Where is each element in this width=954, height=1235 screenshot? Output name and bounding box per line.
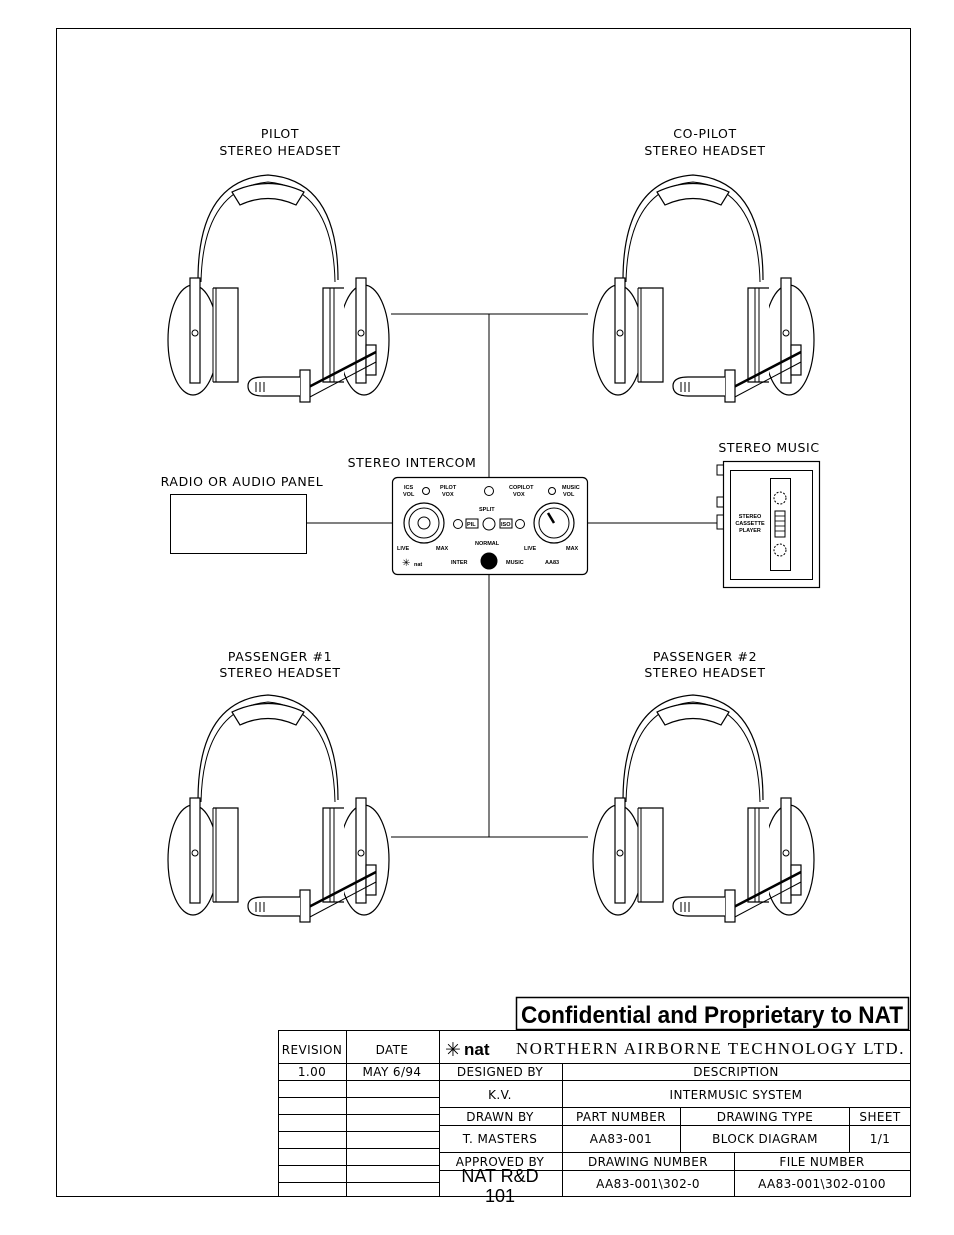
- nat-logo: nat: [464, 1040, 490, 1059]
- part-number-value: AA83-001: [590, 1132, 652, 1146]
- part-number-label: PART NUMBER: [576, 1110, 666, 1124]
- title-block-grid: [278, 1030, 911, 1197]
- approved-by-value-line1: NAT R&D: [461, 1166, 538, 1186]
- pilot-vox-trim: [422, 487, 430, 495]
- drawing-number-label: DRAWING NUMBER: [588, 1155, 708, 1169]
- center-screw: [484, 486, 494, 496]
- confidential-box: [515, 996, 910, 1031]
- nat-brand: nat: [414, 562, 422, 568]
- file-number-value: AA83-001\302-0100: [758, 1177, 886, 1191]
- nat-logo-star-icon: ✳: [445, 1039, 461, 1061]
- sheet-label: SHEET: [859, 1110, 900, 1124]
- passenger1-headset: [166, 693, 391, 924]
- drawing-number-value: AA83-001\302-0: [596, 1177, 700, 1191]
- drawn-by-label: DRAWN BY: [466, 1110, 534, 1124]
- pilot-label-line2: STEREO HEADSET: [219, 143, 340, 158]
- passenger2-headset: [591, 693, 816, 924]
- date-value: MAY 6/94: [363, 1065, 422, 1079]
- drawn-by-value: T. MASTERS: [462, 1132, 538, 1146]
- pil-label: PIL: [467, 522, 476, 528]
- music-max-label: MAX: [566, 546, 579, 552]
- file-number-label: FILE NUMBER: [779, 1155, 864, 1169]
- nat-star-icon: ✳: [402, 558, 410, 569]
- ics-vol-label-2: VOL: [403, 492, 415, 498]
- sheet-value: 1/1: [870, 1132, 891, 1146]
- intercom-title: STEREO INTERCOM: [348, 455, 477, 470]
- cassette-reel-bottom: [773, 543, 787, 557]
- split-label: SPLIT: [479, 507, 495, 513]
- revision-header: REVISION: [282, 1043, 342, 1057]
- description-label: DESCRIPTION: [693, 1065, 779, 1079]
- date-header: DATE: [376, 1043, 409, 1057]
- left-screw: [453, 519, 463, 529]
- ics-max-label: MAX: [436, 546, 449, 552]
- copilot-headset: [591, 173, 816, 404]
- cassette-player: STEREO CASSETTE PLAYER: [716, 460, 821, 589]
- radio-panel-label: RADIO OR AUDIO PANEL: [161, 474, 324, 489]
- pilot-vox-label-1: PILOT: [440, 485, 457, 491]
- copilot-vox-trim: [548, 487, 556, 495]
- radio-panel-box: [170, 494, 307, 554]
- drawing-type-value: BLOCK DIAGRAM: [712, 1132, 818, 1146]
- music-live-label: LIVE: [524, 546, 537, 552]
- music-volume-pointer: [546, 512, 556, 524]
- wiring: [307, 313, 723, 838]
- music-vol-label-1: MUSIC: [562, 485, 580, 491]
- model-label: AA83: [545, 560, 559, 566]
- stereo-music-title: STEREO MUSIC: [718, 440, 819, 455]
- inter-label: INTER: [451, 560, 468, 566]
- player-label-3: PLAYER: [739, 528, 761, 534]
- copilot-label-line2: STEREO HEADSET: [644, 143, 765, 158]
- iso-indicator: [499, 518, 513, 529]
- normal-label: NORMAL: [475, 541, 500, 547]
- copilot-label-line1: CO-PILOT: [673, 126, 736, 141]
- pilot-headset: [166, 173, 391, 404]
- right-screw: [515, 519, 525, 529]
- ics-volume-knob-cap: [417, 516, 431, 530]
- revision-value: 1.00: [298, 1065, 326, 1079]
- designed-by-value: K.V.: [488, 1088, 512, 1102]
- passenger1-label-line2: STEREO HEADSET: [219, 665, 340, 680]
- mode-switch: [482, 517, 496, 531]
- pilot-vox-label-2: VOX: [442, 492, 454, 498]
- cassette-tape-window: [774, 510, 786, 538]
- passenger2-label-line2: STEREO HEADSET: [644, 665, 765, 680]
- copilot-vox-label-1: COPILOT: [509, 485, 534, 491]
- pilot-label-line1: PILOT: [261, 126, 299, 141]
- iso-label: ISO: [501, 522, 511, 528]
- description-value: INTERMUSIC SYSTEM: [670, 1088, 803, 1102]
- passenger1-label-line1: PASSENGER #1: [228, 649, 332, 664]
- music-vol-label-2: VOL: [563, 492, 575, 498]
- company-name: NORTHERN AIRBORNE TECHNOLOGY LTD.: [516, 1039, 905, 1058]
- passenger2-label-line1: PASSENGER #2: [653, 649, 757, 664]
- music-label: MUSIC: [506, 560, 524, 566]
- drawing-type-label: DRAWING TYPE: [717, 1110, 813, 1124]
- ics-live-label: LIVE: [397, 546, 410, 552]
- ics-vol-label-1: ICS: [404, 485, 414, 491]
- intercom-unit: ICS VOL PILOT VOX COPILOT VOX MUSIC VOL …: [391, 476, 589, 576]
- pil-indicator: [465, 518, 479, 529]
- cassette-reel-top: [773, 491, 787, 505]
- approved-by-value-line2: 101: [485, 1186, 515, 1206]
- balance-knob: [480, 552, 498, 570]
- copilot-vox-label-2: VOX: [513, 492, 525, 498]
- player-label-1: STEREO: [739, 514, 762, 520]
- player-label-2: CASSETTE: [735, 521, 765, 527]
- approved-by-label: APPROVED BY: [456, 1155, 545, 1169]
- confidential-notice: Confidential and Proprietary to NAT: [521, 1002, 903, 1029]
- designed-by-label: DESIGNED BY: [457, 1065, 543, 1079]
